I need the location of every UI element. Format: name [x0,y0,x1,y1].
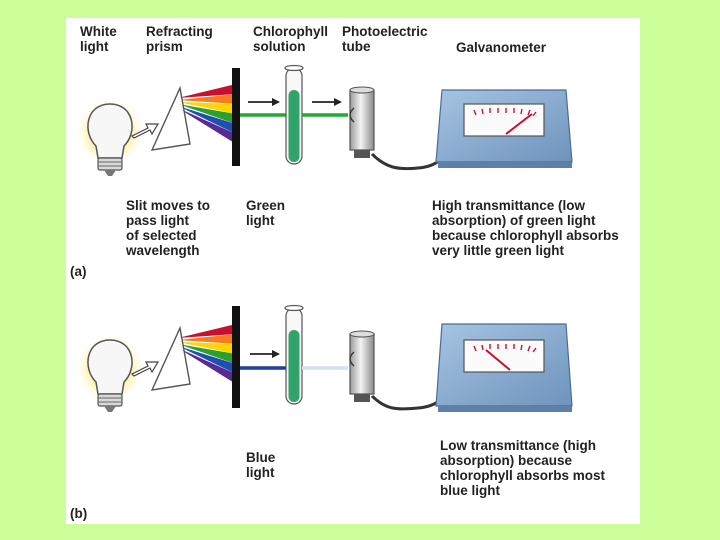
figure-panel: White light Refracting prism Chlorophyll… [66,18,640,524]
photoelectric-tube-icon [349,86,375,158]
panel-letter-a: (a) [70,264,87,279]
slit-icon [232,306,240,408]
white-light-arrow-icon [130,123,160,139]
panel-b [74,304,573,412]
label-beam-b: Blue light [246,450,276,480]
test-tube-icon [284,304,304,405]
label-photoelectric-tube: Photoelectric tube [342,24,428,54]
panel-a [74,64,573,176]
beam-direction-arrow-icon [250,350,280,358]
cable [370,152,444,171]
prism-icon [150,324,236,391]
panel-letter-b: (b) [70,506,88,521]
label-beam-a: Green light [246,198,286,228]
white-light-arrow-icon [130,361,160,377]
prism-icon [150,84,236,151]
light-bulb-icon [74,96,146,176]
beam-direction-arrow-icon [248,98,280,106]
slit-icon [232,68,240,166]
label-refracting-prism: Refracting prism [146,24,213,54]
galvanometer-needle [485,349,511,371]
description-a: High transmittance (low absorption) of g… [432,198,619,258]
cable [370,394,444,411]
photoelectric-tube-icon [349,330,375,402]
test-tube-icon [284,64,304,165]
description-b: Low transmittance (high absorption) beca… [440,438,606,498]
spectrophotometer-diagram [74,64,573,412]
galvanometer-icon [435,89,573,168]
beam-direction-arrow-icon [312,98,342,106]
label-slit-moves: Slit moves to pass light of selected wav… [126,198,211,258]
label-chlorophyll-solution: Chlorophyll solution [253,24,328,54]
galvanometer-needle [505,113,533,135]
label-galvanometer: Galvanometer [456,40,547,55]
label-white-light: White light [80,24,117,54]
galvanometer-icon [435,323,573,412]
light-bulb-icon [74,332,146,412]
